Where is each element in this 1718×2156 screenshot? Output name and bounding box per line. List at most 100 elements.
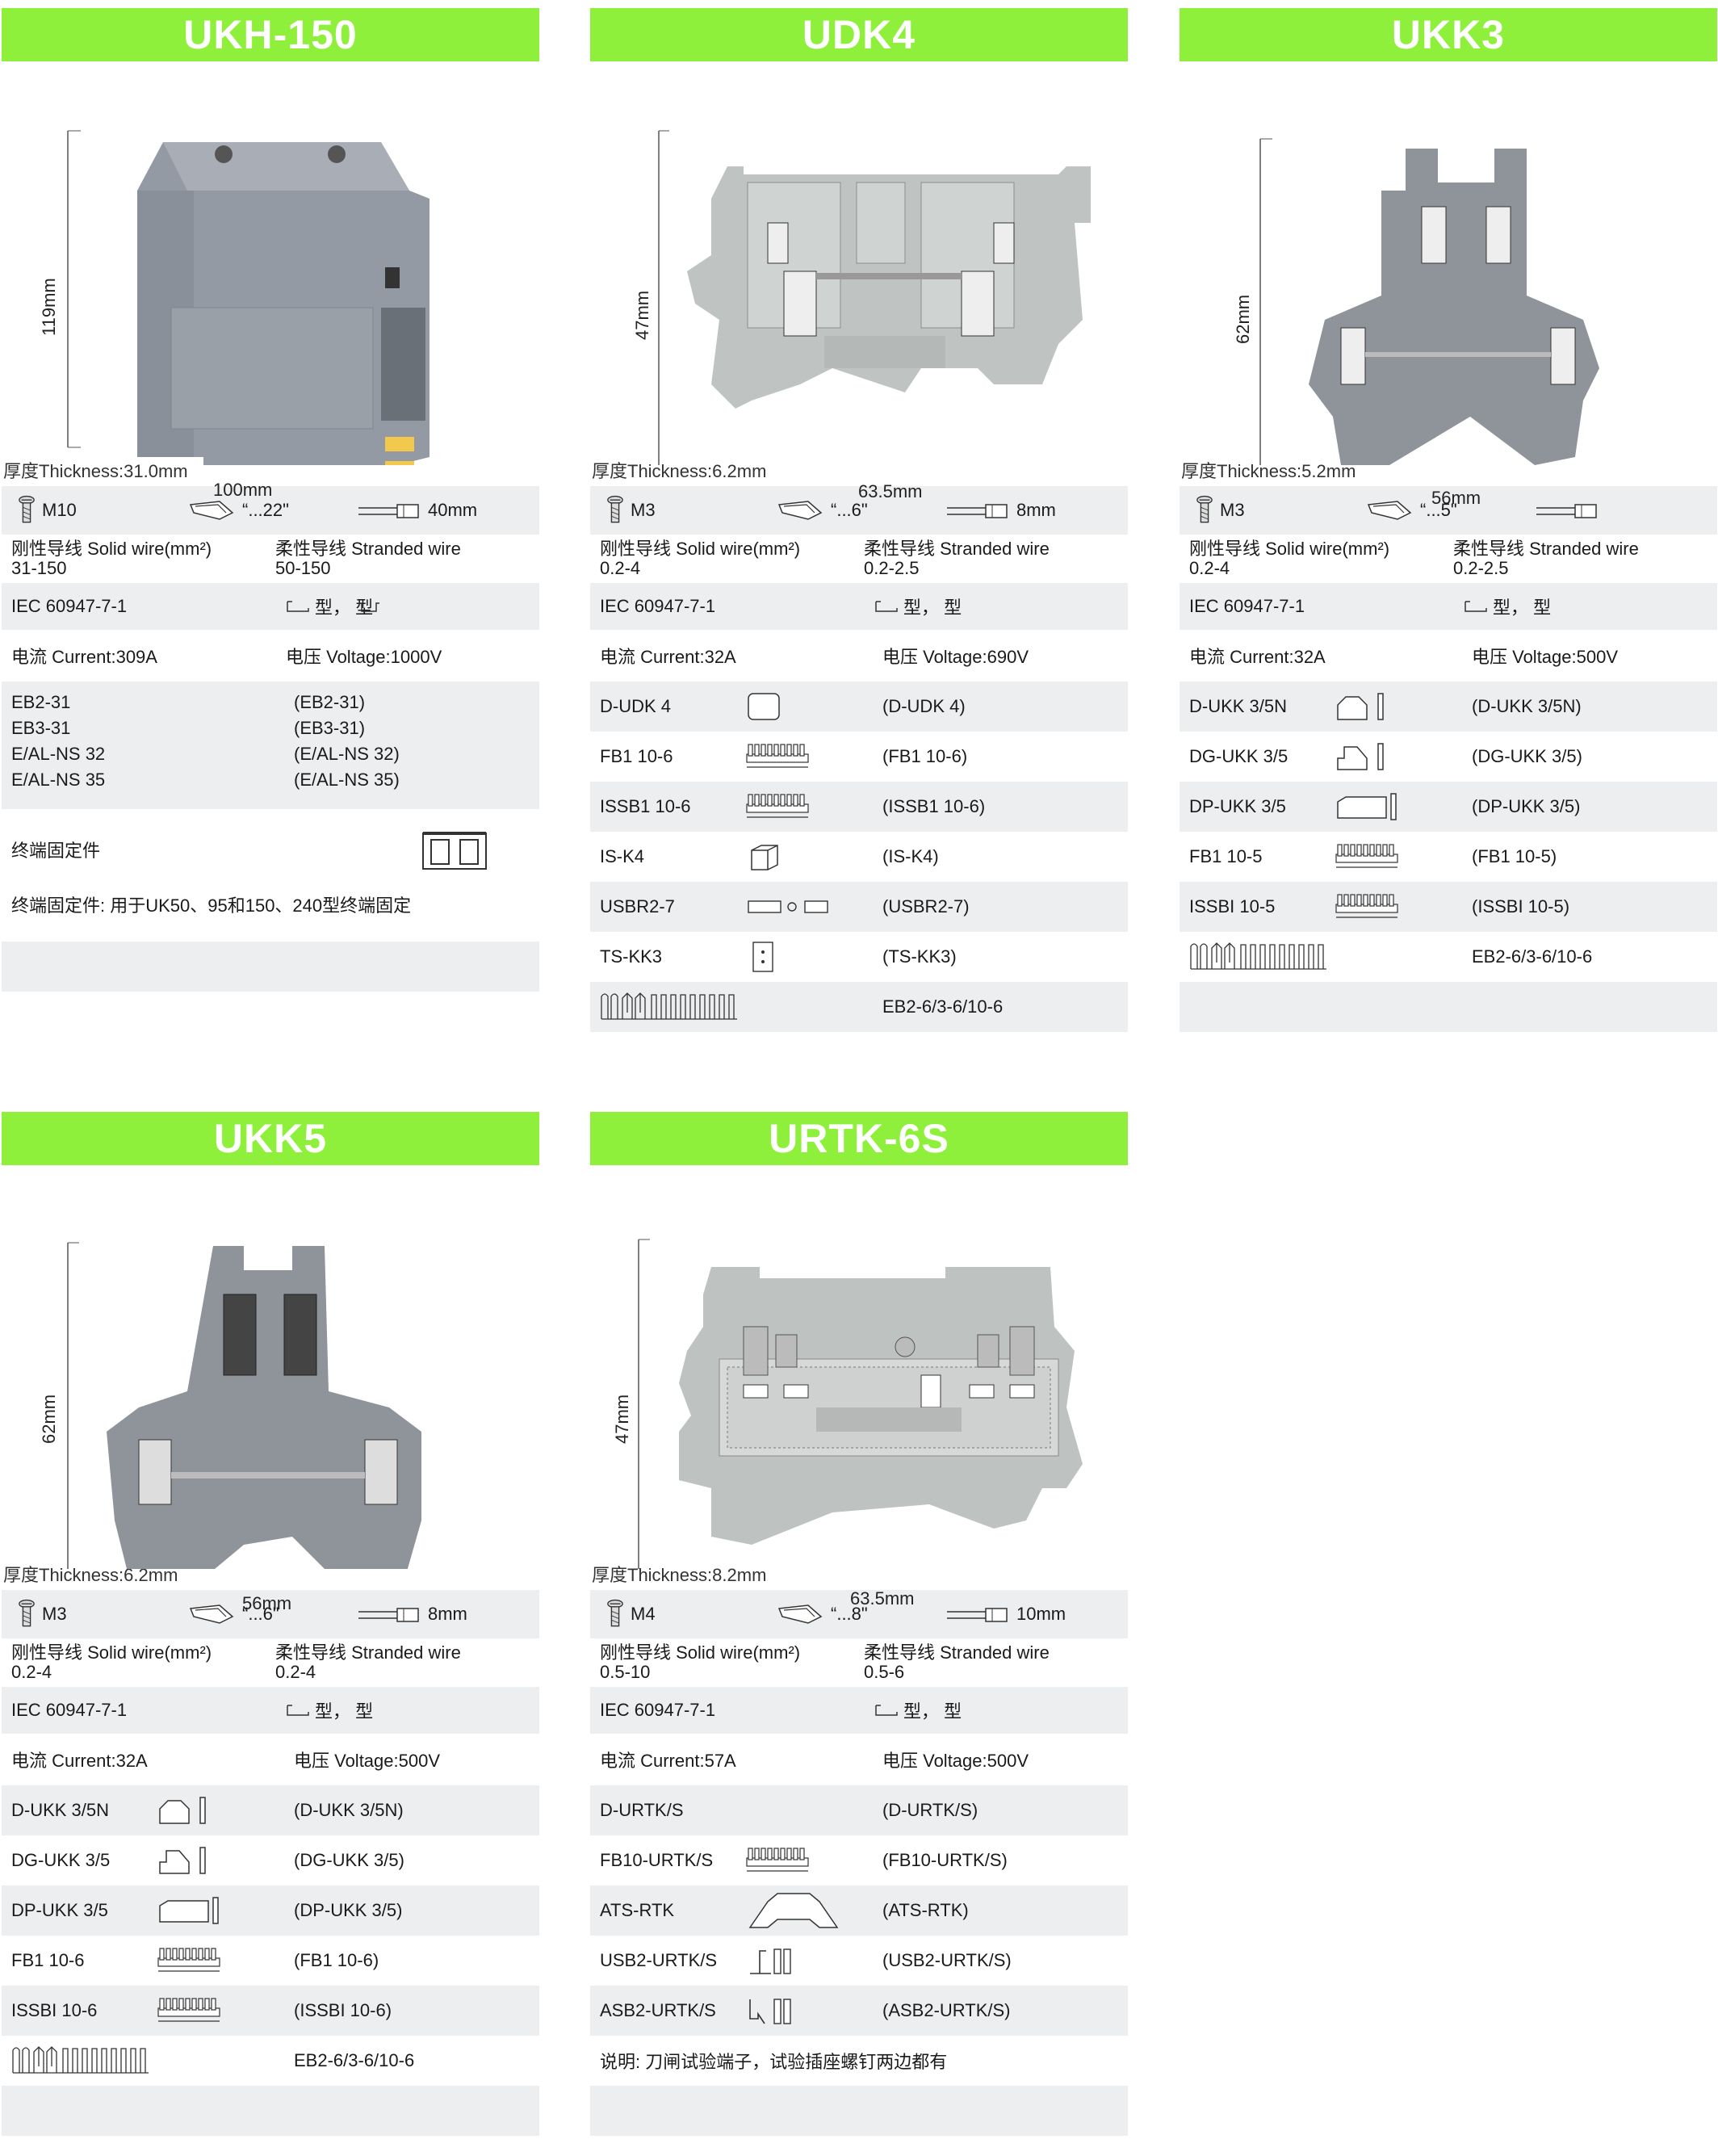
product-title: UKH-150 bbox=[2, 8, 539, 61]
product-photo bbox=[1259, 138, 1599, 465]
accessory-name: ISSBI 10-5 bbox=[1189, 896, 1276, 917]
product-photo bbox=[638, 1239, 1083, 1569]
stranded-wire-range: 0.2-2.5 bbox=[864, 558, 920, 578]
accessory-equivalent: (DG-UKK 3/5) bbox=[294, 1850, 404, 1870]
solid-wire-label: 刚性导线 Solid wire(mm²) bbox=[600, 539, 801, 559]
stripped-wire-icon bbox=[357, 1604, 421, 1625]
accessory-name: USB2-URTK/S bbox=[600, 1950, 718, 1970]
solid-wire-range: 0.2-4 bbox=[1189, 558, 1230, 578]
product-image-area: 119mm 100mm bbox=[2, 61, 539, 500]
accessory-name: USBR2-7 bbox=[600, 896, 675, 917]
wire-ranges: 刚性导线 Solid wire(mm²)0.2-4 柔性导线 Stranded … bbox=[2, 1638, 539, 1687]
rail-icon bbox=[874, 1704, 899, 1717]
accessory-row: USB2-URTK/S (USB2-URTK/S) bbox=[590, 1936, 1128, 1986]
accessory-equivalent: (EB2-31) bbox=[294, 692, 366, 712]
driver-size: “...5" bbox=[1420, 500, 1457, 520]
accessory-equivalent: (IS-K4) bbox=[882, 846, 939, 866]
bridge-icon bbox=[745, 1847, 810, 1874]
accessory-row: FB1 10-6 (FB1 10-6) bbox=[2, 1936, 539, 1986]
partition-icon bbox=[1337, 793, 1397, 820]
accessory-name: D-UKK 3/5N bbox=[1189, 696, 1288, 716]
standard-row: IEC 60947-7-1 型， 型 bbox=[2, 1687, 539, 1734]
driver-size: “...6" bbox=[242, 1604, 279, 1624]
bridge-icon bbox=[745, 743, 810, 770]
accessory-equivalent: (DP-UKK 3/5) bbox=[1472, 796, 1581, 816]
product-image-area: 47mm 63.5mm bbox=[590, 61, 1128, 501]
thickness-label: 厚度Thickness:6.2mm bbox=[592, 461, 767, 481]
product-photo bbox=[658, 130, 1091, 465]
product-panel-ukh150: UKH-150 119mm 100mm 厚度Thickness:31.0mm M… bbox=[2, 8, 539, 992]
standard-row: IEC 60947-7-1 型， 型 bbox=[1180, 583, 1717, 630]
accessory-row: FB1 10-5 (FB1 10-5) bbox=[1180, 832, 1717, 882]
accessory-equivalent: (USBR2-7) bbox=[882, 896, 970, 917]
current-rating: 电流 Current:32A bbox=[1189, 647, 1326, 667]
accessory-equivalent: (ISSBI 10-6) bbox=[294, 2000, 392, 2020]
rail-type: 型， 型 bbox=[903, 1701, 962, 1722]
stranded-wire-range: 0.2-4 bbox=[275, 1662, 316, 1682]
rail-type: 型， 型 bbox=[1493, 598, 1552, 618]
accessory-name: EB2-31 bbox=[11, 692, 71, 712]
accessory-equivalent: (E/AL-NS 32) bbox=[294, 744, 400, 764]
screw-bridge-icon bbox=[748, 900, 828, 913]
comb-bridge-icon bbox=[1189, 938, 1335, 971]
dimension-width: 63.5mm bbox=[850, 1588, 915, 1609]
accessory-row: IS-K4 (IS-K4) bbox=[590, 832, 1128, 882]
rating-row: 电流 Current:57A 电压 Voltage:500V bbox=[590, 1734, 1128, 1785]
product-panel-urtk6s: URTK-6S 47mm 63.5mm 厚度Thickness:8.2mm M4… bbox=[590, 1112, 1128, 2136]
accessory-row: ASB2-URTK/S (ASB2-URTK/S) bbox=[590, 1986, 1128, 2036]
strip-length: 40mm bbox=[428, 500, 478, 520]
solid-wire-range: 0.5-10 bbox=[600, 1662, 651, 1682]
bridge-icon bbox=[157, 1947, 221, 1974]
screw-icon bbox=[606, 494, 624, 526]
rating-row: 电流 Current:32A 电压 Voltage:500V bbox=[1180, 630, 1717, 682]
bridge-icon bbox=[157, 1997, 221, 2024]
product-title: UKK5 bbox=[2, 1112, 539, 1165]
end-cover-icon bbox=[159, 1797, 206, 1824]
rail-type: 型， 型 bbox=[903, 598, 962, 618]
accessory-name: DP-UKK 3/5 bbox=[1189, 796, 1286, 816]
solid-wire-label: 刚性导线 Solid wire(mm²) bbox=[600, 1642, 801, 1663]
wire-ranges: 刚性导线 Solid wire(mm²)0.2-4 柔性导线 Stranded … bbox=[1180, 535, 1717, 583]
test-socket-icon bbox=[749, 1999, 791, 2024]
test-plug-icon bbox=[752, 942, 773, 972]
stranded-wire-label: 柔性导线 Stranded wire bbox=[864, 539, 1050, 559]
screw-icon bbox=[18, 494, 36, 526]
partition-icon bbox=[159, 1897, 219, 1924]
accessory-name: ISSBI 10-6 bbox=[11, 2000, 98, 2020]
solid-wire-range: 31-150 bbox=[11, 558, 67, 578]
accessory-name: DG-UKK 3/5 bbox=[11, 1850, 111, 1870]
dimension-width: 63.5mm bbox=[858, 481, 923, 501]
accessory-equivalent: (E/AL-NS 35) bbox=[294, 770, 400, 790]
cube-icon bbox=[751, 845, 778, 870]
dimension-height: 62mm bbox=[39, 1394, 59, 1444]
screw-size: M10 bbox=[42, 500, 77, 520]
end-stop-note: 终端固定件: 用于UK50、95和150、240型终端固定 bbox=[11, 896, 412, 916]
comb-bridge-label: EB2-6/3-6/10-6 bbox=[1472, 946, 1593, 967]
accessory-row: ATS-RTK (ATS-RTK) bbox=[590, 1885, 1128, 1936]
accessory-name: ATS-RTK bbox=[600, 1900, 675, 1920]
comb-bridge-icon bbox=[11, 2042, 157, 2074]
comb-bridge-row: EB2-6/3-6/10-6 bbox=[590, 982, 1128, 1032]
accessory-row: ISSBI 10-5 (ISSBI 10-5) bbox=[1180, 882, 1717, 932]
solid-wire-range: 0.2-4 bbox=[600, 558, 641, 578]
standard-label: IEC 60947-7-1 bbox=[600, 1700, 716, 1720]
tool-spec-row: M3 “...6" 8mm bbox=[590, 486, 1128, 535]
dimension-height: 119mm bbox=[39, 278, 59, 336]
screw-icon bbox=[18, 1598, 36, 1630]
stranded-wire-label: 柔性导线 Stranded wire bbox=[275, 539, 461, 559]
comb-bridge-label: EB2-6/3-6/10-6 bbox=[294, 2050, 415, 2070]
standard-label: IEC 60947-7-1 bbox=[11, 1700, 128, 1720]
rail-icon bbox=[286, 1704, 310, 1717]
solid-wire-label: 刚性导线 Solid wire(mm²) bbox=[11, 539, 212, 559]
dimension-height: 47mm bbox=[632, 290, 652, 340]
accessory-row: D-UKK 3/5N (D-UKK 3/5N) bbox=[2, 1785, 539, 1835]
accessory-equivalent: (DG-UKK 3/5) bbox=[1472, 746, 1582, 766]
thickness-label: 厚度Thickness:6.2mm bbox=[3, 1565, 178, 1585]
accessory-row: TS-KK3 (TS-KK3) bbox=[590, 932, 1128, 982]
accessory-name: FB1 10-6 bbox=[600, 746, 673, 766]
bridge-icon bbox=[1335, 843, 1399, 870]
accessory-row: ISSBI 10-6 (ISSBI 10-6) bbox=[2, 1986, 539, 2036]
tool-spec-row: M3 “...6" 8mm bbox=[2, 1590, 539, 1638]
accessory-name: ISSB1 10-6 bbox=[600, 796, 691, 816]
end-cover-icon bbox=[1337, 743, 1384, 770]
